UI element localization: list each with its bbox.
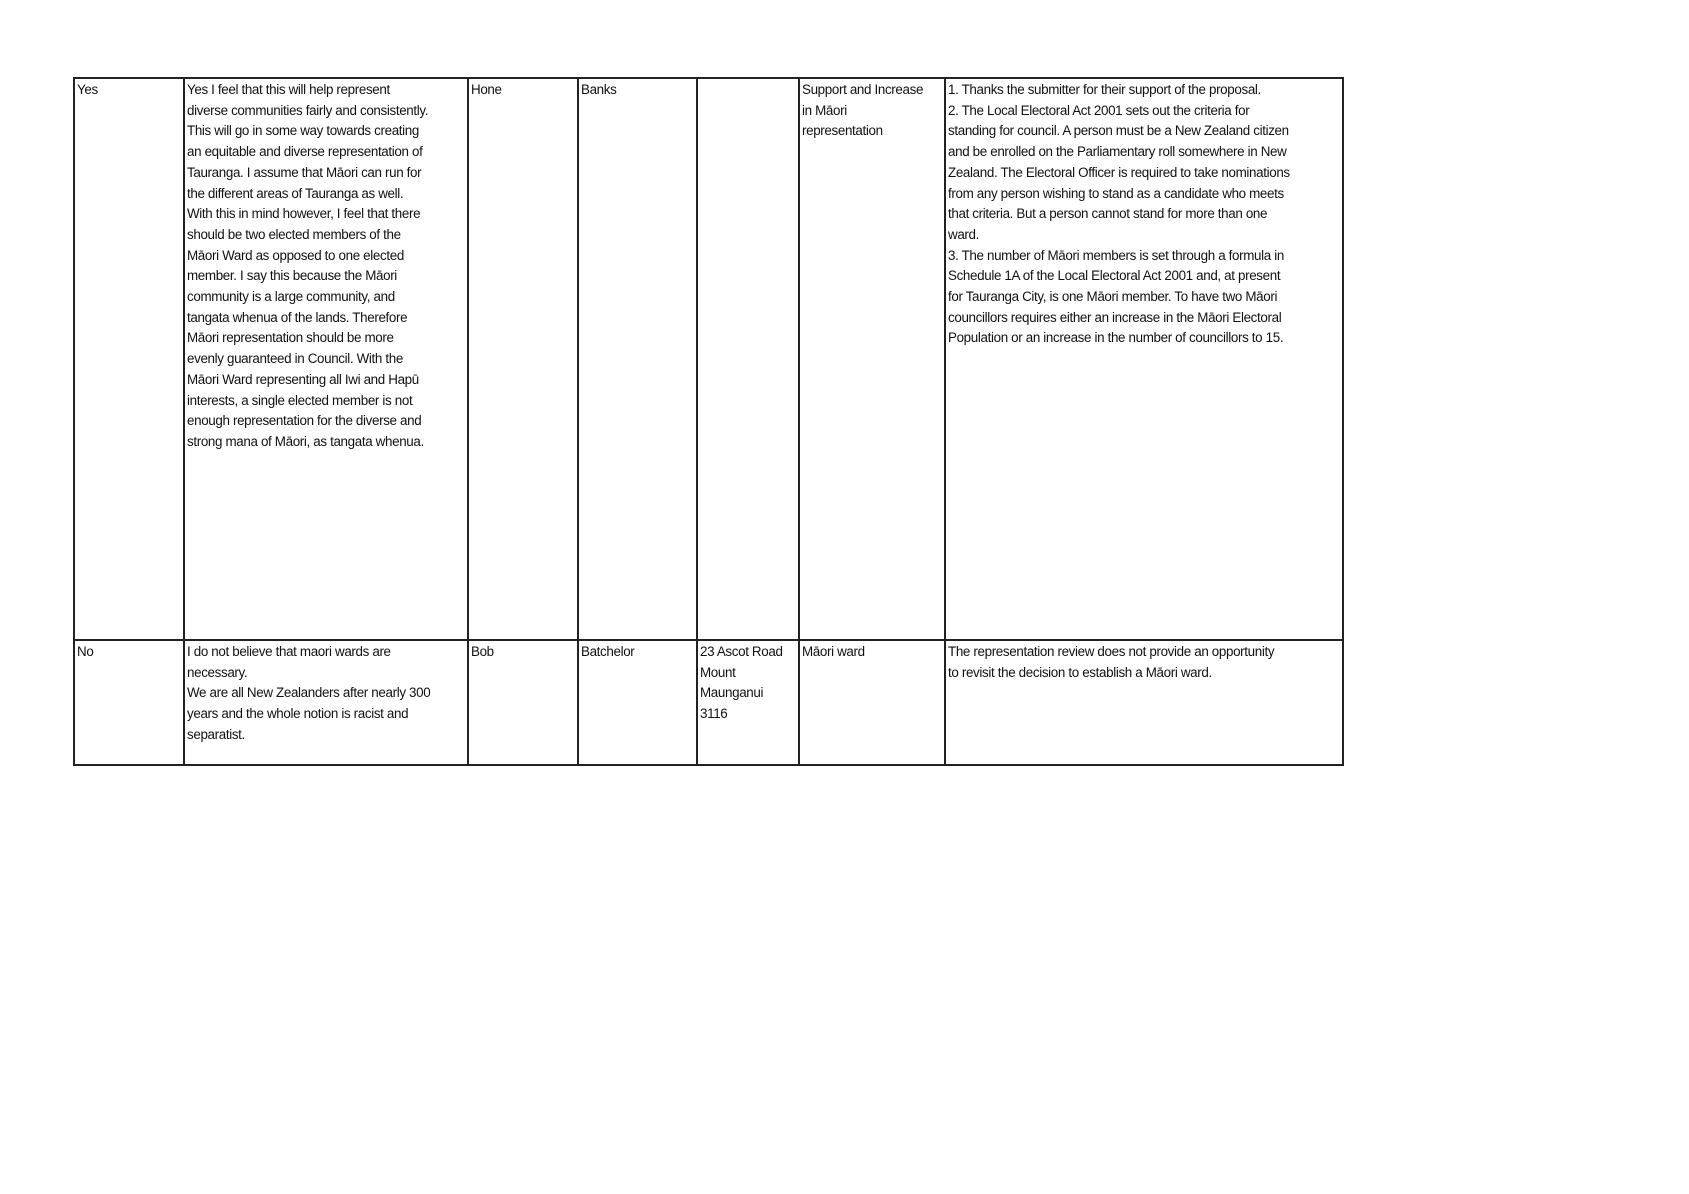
table-row: No I do not believe that maori wards are… [73,639,1344,766]
first-name-cell: Bob [467,639,579,766]
comment-cell: I do not believe that maori wards are ne… [183,639,469,766]
support-cell: No [73,639,185,766]
topic-cell: Support and Increase in Māori representa… [798,77,946,641]
submissions-table: Yes Yes I feel that this will help repre… [73,77,1344,766]
response-cell: 1. Thanks the submitter for their suppor… [944,77,1344,641]
first-name-cell: Hone [467,77,579,641]
table-row: Yes Yes I feel that this will help repre… [73,77,1344,641]
last-name-cell: Batchelor [577,639,698,766]
last-name-cell: Banks [577,77,698,641]
support-cell: Yes [73,77,185,641]
address-cell: 23 Ascot Road Mount Maunganui 3116 [696,639,800,766]
address-cell [696,77,800,641]
comment-cell: Yes I feel that this will help represent… [183,77,469,641]
topic-cell: Māori ward [798,639,946,766]
response-cell: The representation review does not provi… [944,639,1344,766]
